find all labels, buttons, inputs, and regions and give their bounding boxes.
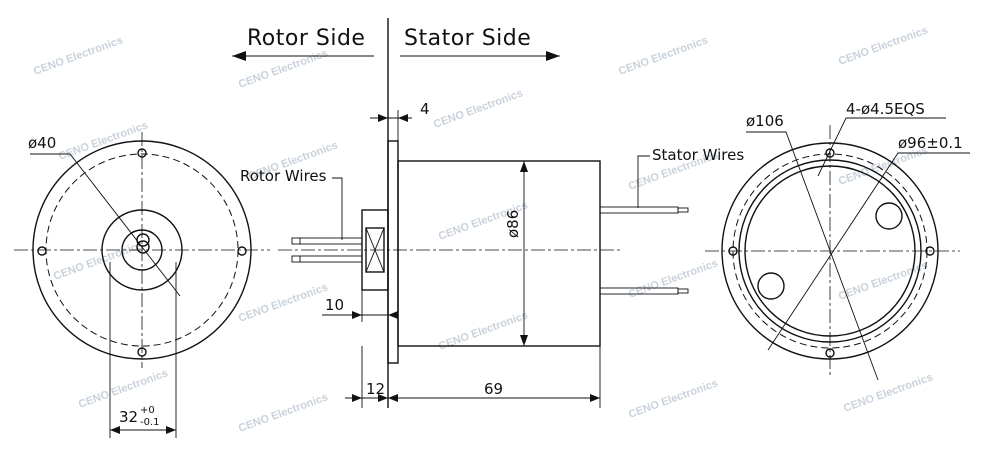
flange-thickness-label: 4 [420, 100, 430, 118]
shaft-extension-arrow [352, 311, 362, 319]
rotor-wire [291, 237, 363, 245]
hub-diameter-label: ø40 [28, 134, 56, 152]
watermark: CENO Electronics [842, 371, 935, 414]
watermark-layer: CENO Electronics CENO Electronics CENO E… [32, 24, 935, 434]
length-arrow [590, 394, 600, 402]
flange-thickness-arrow [378, 114, 388, 122]
rotor-side-arrowhead [232, 51, 246, 61]
side-header: Rotor Side Stator Side [232, 26, 560, 61]
flange-plate [387, 140, 399, 364]
watermark: CENO Electronics [627, 377, 720, 420]
hub-diameter-leader [30, 153, 181, 297]
body-diameter-arrow-bottom [520, 335, 528, 346]
bore-tolerance-upper: +0 [140, 405, 155, 416]
flange-diameter-label: ø106 [746, 112, 784, 130]
stator-wire [599, 206, 679, 214]
watermark: CENO Electronics [32, 34, 125, 77]
flange-offset-label: 12 [366, 380, 385, 398]
mount-hole [37, 246, 47, 256]
bore-arrow-left [110, 426, 120, 434]
flange-diameter-leader [746, 131, 879, 381]
shaft-extension-arrow [388, 311, 398, 319]
body-diameter-leader [767, 152, 970, 351]
stator-wire-tip [677, 207, 689, 213]
stator-wires-label: Stator Wires [652, 146, 744, 164]
watermark: CENO Electronics [237, 391, 330, 434]
rotor-wires-leader [332, 177, 343, 240]
rotor-wire [291, 255, 363, 263]
stator-body [397, 160, 601, 347]
body-diameter-label: ø86 [504, 210, 522, 238]
body-length-label: 69 [484, 380, 503, 398]
watermark: CENO Electronics [837, 24, 930, 67]
hole-pattern-label: 4-ø4.5EQS [846, 100, 925, 118]
offset-arrow [378, 394, 388, 402]
bore-tolerance-main: 32 [119, 408, 138, 426]
watermark: CENO Electronics [432, 87, 525, 130]
stator-end-view: ø106 4-ø4.5EQS ø96±0.1 [705, 100, 970, 381]
mount-hole [237, 246, 247, 256]
rotor-end-view: ø40 32 +0 -0.1 [14, 132, 270, 438]
watermark: CENO Electronics [52, 239, 145, 282]
stator-side-label: Stator Side [404, 26, 531, 51]
body-diameter-label: ø96±0.1 [898, 134, 963, 152]
length-arrow [388, 394, 398, 402]
shaft-extension-label: 10 [325, 296, 344, 314]
bore-arrow-right [166, 426, 176, 434]
watermark: CENO Electronics [77, 367, 170, 410]
stator-wire-tip [677, 288, 689, 294]
wire-hole [136, 240, 150, 254]
bore-tolerance-lower: -0.1 [140, 417, 160, 428]
body-diameter-arrow-top [520, 161, 528, 172]
rotor-side-label: Rotor Side [247, 26, 365, 51]
wire-exit-hole [875, 202, 903, 230]
stator-wires-leader [637, 155, 650, 208]
flange-thickness-arrow [398, 114, 408, 122]
side-view: Rotor Wires Stator Wires ø86 4 10 [240, 100, 744, 408]
stator-side-arrowhead [546, 51, 560, 61]
rotor-wires-label: Rotor Wires [240, 167, 327, 185]
watermark: CENO Electronics [237, 281, 330, 324]
watermark: CENO Electronics [237, 47, 330, 90]
hole-pattern-leader [817, 117, 946, 177]
watermark: CENO Electronics [617, 34, 710, 77]
offset-arrow [352, 394, 362, 402]
wire-exit-hole [757, 272, 785, 300]
